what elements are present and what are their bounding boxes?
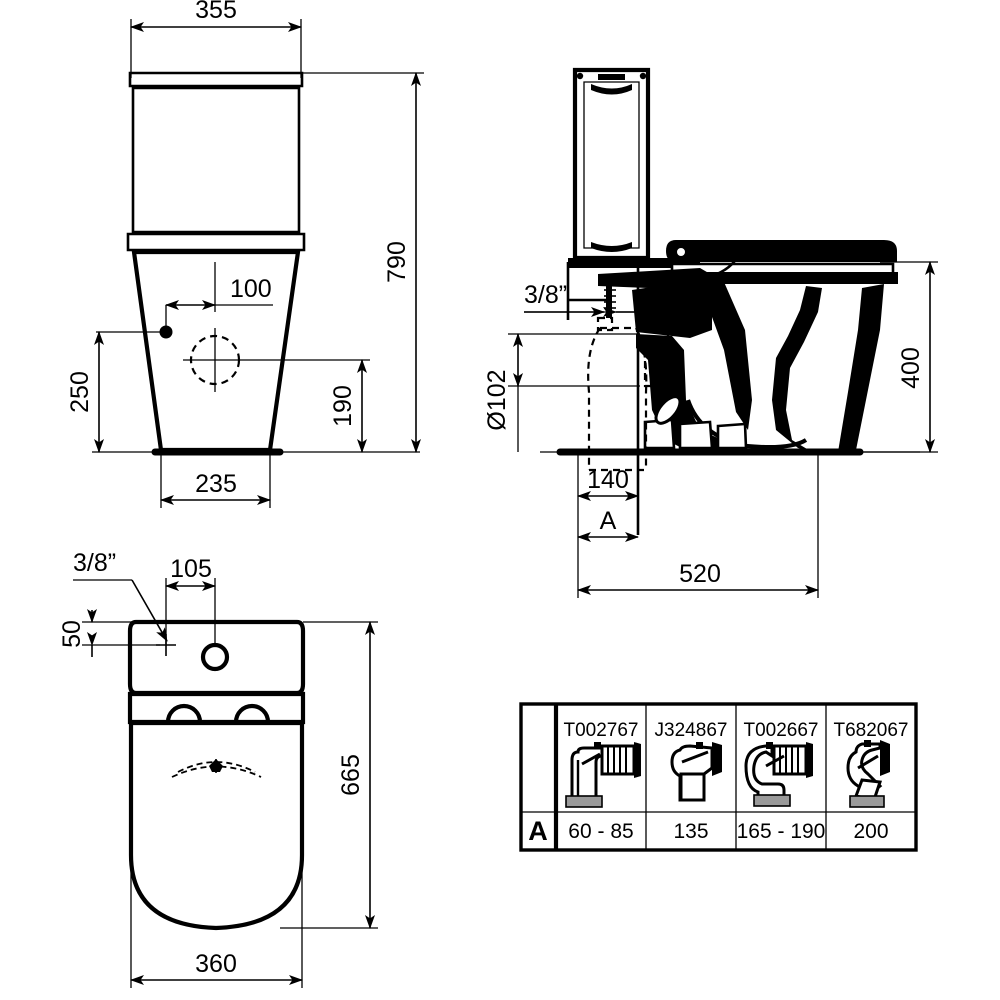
- dim-100-inlet-offset: 100: [165, 262, 273, 312]
- pipe-fitting-detail: [651, 385, 682, 425]
- table-value-1: 60 - 85: [568, 820, 633, 843]
- dim-label-250: 250: [66, 371, 94, 413]
- dim-250-inlet-height: 250: [66, 331, 170, 453]
- rim-detail-arcs: [171, 759, 262, 778]
- seat-plan-view: 665 360: [127, 621, 378, 988]
- hinge-left: [165, 703, 203, 723]
- table-column-1: T002767 60 - 85: [563, 720, 641, 843]
- dim-400-bowl-height: 400: [860, 261, 938, 453]
- side-section-view: 3/8” Ø102 140 A 520: [483, 67, 938, 598]
- leader-three-eighths-plan: 3/8”: [73, 549, 168, 642]
- connector-elbow-bellows-icon: [565, 742, 641, 808]
- dim-label-three-eighths-plan: 3/8”: [73, 549, 116, 577]
- connector-table: T002767 60 - 85 J324867: [519, 702, 918, 852]
- table-code-4: T682067: [833, 720, 908, 741]
- dim-three-eighths-side: 3/8”: [524, 281, 640, 317]
- dim-label-140: 140: [587, 466, 629, 494]
- dim-label-790: 790: [383, 241, 411, 283]
- table-code-1: T002767: [563, 720, 638, 741]
- dim-665-total-depth: 665: [280, 621, 378, 929]
- dim-790-total-height: 790: [302, 72, 424, 453]
- dim-label-three-eighths-side: 3/8”: [524, 281, 567, 309]
- table-code-2: J324867: [655, 720, 728, 741]
- cistern-side-outline: [566, 258, 700, 320]
- cistern-front-outline: [126, 71, 306, 252]
- dim-label-355: 355: [195, 0, 237, 24]
- dim-diameter-102: Ø102: [483, 333, 640, 452]
- dim-235-foot-width: 235: [160, 452, 271, 508]
- dim-label-190: 190: [329, 385, 357, 427]
- floor-fixing-blocks: [643, 418, 748, 450]
- table-column-4: T682067 200: [833, 720, 908, 843]
- dim-label-235: 235: [195, 470, 237, 498]
- connector-offset-icon: [670, 742, 722, 802]
- seat-lid-outline: [128, 720, 305, 931]
- dim-label-diameter-102: Ø102: [483, 369, 511, 430]
- dim-190-outlet-height: 190: [247, 359, 370, 453]
- front-elevation-view: 355: [66, 0, 424, 508]
- dim-520-projection: 520: [577, 452, 819, 598]
- connector-angled-icon: [846, 740, 890, 808]
- table-value-4: 200: [853, 820, 888, 843]
- table-value-2: 135: [673, 820, 708, 843]
- connector-s-bend-bellows-icon: [744, 742, 813, 807]
- dim-label-665: 665: [337, 754, 365, 796]
- table-column-2: J324867 135: [655, 720, 728, 843]
- dim-355-width: 355: [130, 0, 302, 78]
- dim-label-400: 400: [897, 347, 925, 389]
- bowl-side-outline: [632, 280, 884, 452]
- dim-label-105: 105: [170, 555, 212, 583]
- dim-label-520: 520: [679, 560, 721, 588]
- table-value-3: 165 - 190: [737, 820, 826, 843]
- hinge-right: [233, 703, 271, 723]
- table-row-label-a: A: [528, 816, 548, 846]
- dim-label-360: 360: [195, 950, 237, 978]
- dim-105-hole-offset: 105: [165, 555, 216, 645]
- dim-label-a: A: [600, 507, 617, 535]
- dim-label-100: 100: [230, 275, 272, 303]
- dim-50-hole-offset: 50: [58, 609, 300, 657]
- dim-a-variable: A: [577, 507, 639, 542]
- dim-140-outlet-center: 140: [577, 452, 639, 545]
- table-code-3: T002667: [743, 720, 818, 741]
- dim-360-seat-width: 360: [130, 855, 303, 988]
- dim-label-50: 50: [58, 620, 86, 648]
- outlet-center-mark: [183, 328, 247, 392]
- table-column-3: T002667 165 - 190: [737, 720, 826, 843]
